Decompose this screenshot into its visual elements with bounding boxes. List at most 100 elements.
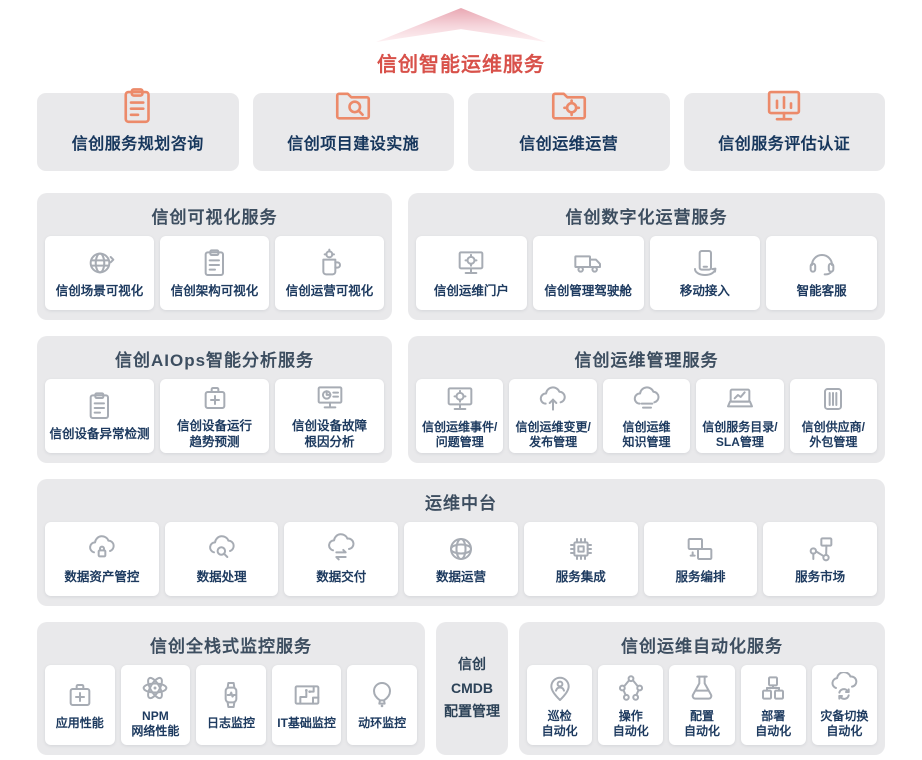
card-label: 配置 自动化 xyxy=(684,708,721,738)
screens-icon xyxy=(684,533,716,565)
top-service-label: 信创服务评估认证 xyxy=(718,136,851,153)
balloon-icon xyxy=(366,679,398,711)
card-label: 信创管理驾驶舱 xyxy=(544,283,632,298)
headset-icon xyxy=(806,247,838,279)
panel-title-digital-ops: 信创数字化运营服务 xyxy=(565,208,728,227)
device-plus-icon xyxy=(199,382,231,414)
cards-ops-mgmt: 信创运维事件/ 问题管理 信创运维变更/ 发布管理 信创运维 知识管理 信创服务… xyxy=(416,379,878,453)
atom-icon xyxy=(139,672,171,704)
card-disaster-recovery-automation: 灾备切换 自动化 xyxy=(811,665,878,745)
mobile-access-icon xyxy=(689,247,721,279)
card-npm-network-performance: NPM 网络性能 xyxy=(120,665,191,745)
card-deployment-automation: 部署 自动化 xyxy=(740,665,806,745)
top-service-operations: 信创运维运营 xyxy=(468,93,670,171)
row-visualization-digital: 信创可视化服务 信创场景可视化 信创架构可视化 信创运营可视化 信创数字化运营服… xyxy=(37,193,885,320)
cloud-knowledge-icon xyxy=(631,383,663,415)
top-service-label: 信创运维运营 xyxy=(519,136,619,153)
card-label: 服务市场 xyxy=(795,569,846,584)
top-service-implementation: 信创项目建设实施 xyxy=(252,93,454,171)
card-trend-prediction: 信创设备运行 趋势预测 xyxy=(160,379,269,453)
card-label: 信创运维 知识管理 xyxy=(622,419,671,449)
laptop-chart-icon xyxy=(724,383,756,415)
card-label: 信创运维事件/ 问题管理 xyxy=(422,419,498,449)
card-management-cockpit: 信创管理驾驶舱 xyxy=(532,236,644,310)
card-label: 服务集成 xyxy=(555,569,606,584)
monitor-gear-icon xyxy=(455,247,487,279)
up-arrow-shape xyxy=(376,8,546,42)
header: 信创智能运维服务 xyxy=(37,8,885,77)
plan-doc-icon xyxy=(117,85,159,127)
cloud-upload-icon xyxy=(537,383,569,415)
cards-digital-ops: 信创运维门户 信创管理驾驶舱 移动接入 智能客服 xyxy=(416,236,877,310)
cards-automation: 巡检 自动化 操作 自动化 配置 自动化 部署 自动化 灾备切换 自动化 xyxy=(527,665,878,745)
card-label: 移动接入 xyxy=(679,283,730,298)
card-inspection-automation: 巡检 自动化 xyxy=(527,665,593,745)
card-label: NPM 网络性能 xyxy=(131,708,180,738)
card-vendor-outsourcing-mgmt: 信创供应商/ 外包管理 xyxy=(789,379,878,453)
card-root-cause-analysis: 信创设备故障 根因分析 xyxy=(275,379,384,453)
card-smart-service: 智能客服 xyxy=(766,236,877,310)
card-incident-problem-mgmt: 信创运维事件/ 问题管理 xyxy=(416,379,504,453)
card-architecture-visualization: 信创架构可视化 xyxy=(160,236,269,310)
card-change-release-mgmt: 信创运维变更/ 发布管理 xyxy=(509,379,597,453)
chart-screen-icon xyxy=(763,85,805,127)
card-label: IT基础监控 xyxy=(277,716,336,730)
chip-icon xyxy=(565,533,597,565)
panel-title-aiops: 信创AIOps智能分析服务 xyxy=(114,351,315,370)
card-label: 智能客服 xyxy=(796,283,847,298)
card-knowledge-mgmt: 信创运维 知识管理 xyxy=(602,379,691,453)
card-label: 信创设备故障 根因分析 xyxy=(291,418,367,449)
card-label: 数据交付 xyxy=(316,569,367,584)
card-data-asset-control: 数据资产管控 xyxy=(45,522,159,596)
card-label: 信创运营可视化 xyxy=(285,283,374,298)
cloud-lock-icon xyxy=(86,533,118,565)
card-data-delivery: 数据交付 xyxy=(284,522,399,596)
blueprint-doc-icon xyxy=(199,247,231,279)
card-label: 操作 自动化 xyxy=(612,708,649,738)
panel-title-middle-platform: 运维中台 xyxy=(425,494,497,513)
globe-network-icon xyxy=(445,533,477,565)
card-app-performance: 应用性能 xyxy=(45,665,115,745)
card-operation-visualization: 信创运营可视化 xyxy=(275,236,384,310)
card-label: 巡检 自动化 xyxy=(541,708,578,738)
cards-middle-platform: 数据资产管控 数据处理 数据交付 数据运营 服务集成 xyxy=(45,522,878,596)
card-label: 信创运维变更/ 发布管理 xyxy=(515,419,591,449)
panel-title-monitoring: 信创全栈式监控服务 xyxy=(150,637,312,656)
card-label: 信创服务目录/ SLA管理 xyxy=(702,419,778,449)
card-label: 信创设备运行 趋势预测 xyxy=(176,418,252,449)
panel-title-visualization: 信创可视化服务 xyxy=(151,208,278,227)
card-anomaly-detection: 信创设备异常检测 xyxy=(45,379,154,453)
app-performance-icon xyxy=(64,679,96,711)
monitor-gear-icon xyxy=(444,383,476,415)
card-data-operation: 数据运营 xyxy=(404,522,518,596)
card-scene-visualization: 信创场景可视化 xyxy=(45,236,154,310)
card-label: 数据运营 xyxy=(436,569,487,584)
top-services-row: 信创服务规划咨询 信创项目建设实施 信创运维运营 信创服务评估认证 xyxy=(37,93,885,171)
watch-pulse-icon xyxy=(215,679,247,711)
card-label: 数据处理 xyxy=(196,569,247,584)
top-service-label: 信创项目建设实施 xyxy=(287,136,420,153)
card-service-orchestration: 服务编排 xyxy=(643,522,758,596)
folder-search-icon xyxy=(332,85,374,127)
card-label: 信创供应商/ 外包管理 xyxy=(801,419,865,449)
panel-aiops: 信创AIOps智能分析服务 信创设备异常检测 信创设备运行 趋势预测 信创设备故… xyxy=(37,336,392,463)
container-icon xyxy=(817,383,849,415)
top-service-planning: 信创服务规划咨询 xyxy=(37,93,239,171)
panel-digital-ops: 信创数字化运营服务 信创运维门户 信创管理驾驶舱 移动接入 智能客服 xyxy=(408,193,885,320)
card-label: 信创运维门户 xyxy=(433,283,509,298)
blocks-icon xyxy=(757,672,789,704)
card-mobile-access: 移动接入 xyxy=(649,236,761,310)
card-label: 应用性能 xyxy=(55,716,104,730)
card-label: 信创设备异常检测 xyxy=(49,426,150,441)
card-environment-monitoring: 动环监控 xyxy=(347,665,417,745)
cloud-sync-icon xyxy=(828,672,860,704)
card-label: 灾备切换 自动化 xyxy=(820,708,869,738)
panel-title-ops-mgmt: 信创运维管理服务 xyxy=(574,351,719,370)
card-log-monitoring: 日志监控 xyxy=(196,665,266,745)
card-service-market: 服务市场 xyxy=(763,522,878,596)
row-monitoring-cmdb-automation: 信创全栈式监控服务 应用性能 NPM 网络性能 日志监控 IT基础监控 xyxy=(37,622,885,755)
circuit-board-icon xyxy=(291,679,323,711)
flask-icon xyxy=(686,672,718,704)
top-service-certification: 信创服务评估认证 xyxy=(683,93,885,171)
gear-cup-icon xyxy=(314,247,346,279)
